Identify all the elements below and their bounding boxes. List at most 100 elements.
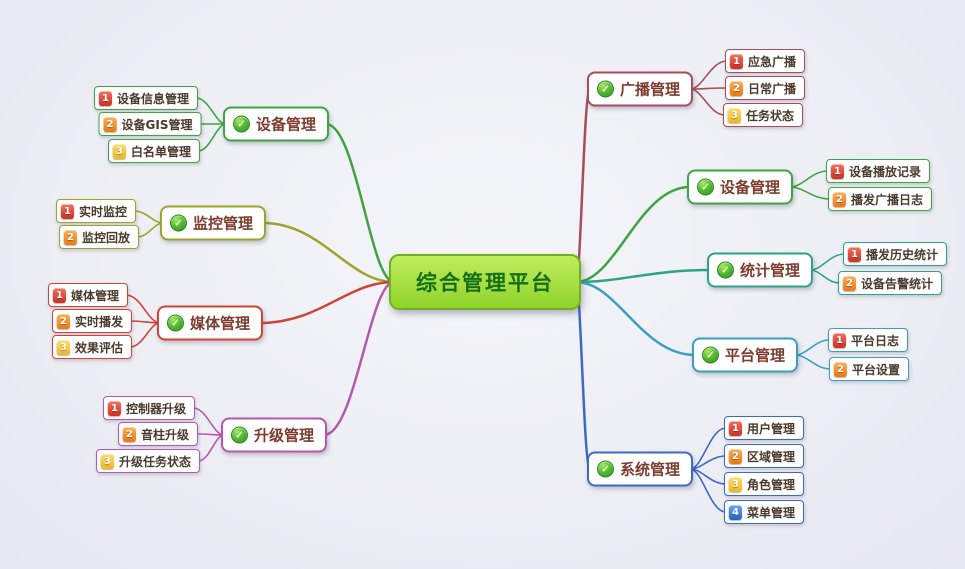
number-badge: 1 <box>60 203 74 219</box>
number-badge: 4 <box>728 504 742 520</box>
child-label: 白名单管理 <box>130 144 192 159</box>
check-icon: ✓ <box>230 426 248 444</box>
branch-node-media-mgmt: ✓媒体管理 <box>156 305 264 341</box>
child-label: 媒体管理 <box>70 288 120 303</box>
number-badge: 1 <box>847 246 861 262</box>
connector-path <box>574 280 592 471</box>
child-node-platform-mgmt-2: 2 平台设置 <box>828 357 910 381</box>
check-icon: ✓ <box>696 178 714 196</box>
child-node-upgrade-mgmt-3: 3 升级任务状态 <box>95 449 201 473</box>
branch-node-monitor-mgmt: ✓监控管理 <box>159 205 267 241</box>
child-node-stats-mgmt-1: 1 播发历史统计 <box>842 242 948 266</box>
number-badge: 3 <box>727 107 741 123</box>
branch-label: 升级管理 <box>253 426 315 445</box>
check-icon: ✓ <box>232 115 250 133</box>
connector-path <box>324 122 396 284</box>
branch-node-device-mgmt-left: ✓ 设备管理 <box>222 106 330 142</box>
number-badge: 1 <box>107 400 121 416</box>
child-label: 平台日志 <box>850 333 900 348</box>
child-label: 用户管理 <box>746 421 796 436</box>
branch-label: 平台管理 <box>724 346 786 365</box>
branch-node-broadcast-mgmt: ✓广播管理 <box>586 71 694 107</box>
child-label: 角色管理 <box>746 477 796 492</box>
number-badge: 1 <box>52 287 66 303</box>
connector-path <box>689 468 727 513</box>
child-node-system-mgmt-4: 4 菜单管理 <box>723 500 805 524</box>
connector-path <box>129 322 161 348</box>
number-badge: 2 <box>833 361 847 377</box>
check-icon: ✓ <box>596 460 614 478</box>
child-node-upgrade-mgmt-2: 2 音柱升级 <box>117 422 199 446</box>
branch-node-stats-mgmt: ✓ 统计管理 <box>706 252 814 288</box>
center-node: 综合管理平台 <box>389 254 581 310</box>
number-badge: 2 <box>728 448 742 464</box>
check-icon: ✓ <box>596 80 614 98</box>
child-node-device-mgmt-left-3: 3 白名单管理 <box>107 139 201 163</box>
child-label: 播发历史统计 <box>865 247 939 262</box>
child-label: 升级任务状态 <box>118 454 192 469</box>
connector-path <box>809 269 841 284</box>
branch-label: 统计管理 <box>739 261 801 280</box>
branch-label: 设备管理 <box>255 115 317 134</box>
check-icon: ✓ <box>166 314 184 332</box>
connector-path <box>322 280 396 437</box>
child-label: 设备GIS管理 <box>121 117 193 132</box>
number-badge: 3 <box>728 476 742 492</box>
number-badge: 3 <box>100 453 114 469</box>
connector-path <box>789 170 829 188</box>
connector-path <box>689 87 728 90</box>
number-badge: 2 <box>63 229 77 245</box>
child-node-platform-mgmt-1: 1 平台日志 <box>827 328 909 352</box>
connector-path <box>133 210 164 224</box>
check-icon: ✓ <box>716 261 734 279</box>
connector-path <box>261 221 396 284</box>
number-badge: 2 <box>729 80 743 96</box>
child-node-monitor-mgmt-2: 2 监控回放 <box>58 225 140 249</box>
child-label: 设备播放记录 <box>848 164 922 179</box>
child-label: 区域管理 <box>746 449 796 464</box>
child-label: 效果评估 <box>74 340 124 355</box>
child-label: 任务状态 <box>745 108 795 123</box>
child-label: 设备告警统计 <box>860 276 934 291</box>
child-node-media-mgmt-1: 1 媒体管理 <box>47 283 129 307</box>
branch-node-upgrade-mgmt: ✓ 升级管理 <box>220 417 328 453</box>
connector-path <box>809 253 846 271</box>
branch-node-device-mgmt-right: ✓设备管理 <box>686 169 794 205</box>
connector-path <box>574 280 697 357</box>
child-label: 日常广播 <box>747 81 797 96</box>
child-label: 设备信息管理 <box>116 91 190 106</box>
connector-path <box>258 280 396 325</box>
connector-path <box>794 339 831 356</box>
child-label: 菜单管理 <box>746 505 796 520</box>
number-badge: 1 <box>728 420 742 436</box>
child-label: 音柱升级 <box>140 427 190 442</box>
child-label: 应急广播 <box>747 54 797 69</box>
check-icon: ✓ <box>701 346 719 364</box>
connector-path <box>574 268 712 284</box>
branch-node-platform-mgmt: ✓ 平台管理 <box>691 337 799 373</box>
number-badge: 2 <box>122 426 136 442</box>
connector-path <box>689 60 728 90</box>
connector-path <box>195 433 225 436</box>
child-node-broadcast-mgmt-2: 2 日常广播 <box>724 76 806 100</box>
number-badge: 2 <box>103 116 117 132</box>
child-label: 实时监控 <box>78 204 128 219</box>
child-node-system-mgmt-1: 1 用户管理 <box>723 416 805 440</box>
child-node-monitor-mgmt-1: 1 实时监控 <box>55 199 137 223</box>
child-node-device-mgmt-left-2: 2 设备GIS管理 <box>98 112 202 136</box>
child-node-system-mgmt-2: 2 区域管理 <box>723 444 805 468</box>
number-badge: 3 <box>112 143 126 159</box>
child-label: 平台设置 <box>851 362 901 377</box>
check-icon: ✓ <box>169 214 187 232</box>
number-badge: 1 <box>832 332 846 348</box>
child-label: 监控回放 <box>81 230 131 245</box>
number-badge: 1 <box>98 90 112 106</box>
child-label: 播发广播日志 <box>850 192 924 207</box>
child-node-device-mgmt-left-1: 1 设备信息管理 <box>93 86 199 110</box>
